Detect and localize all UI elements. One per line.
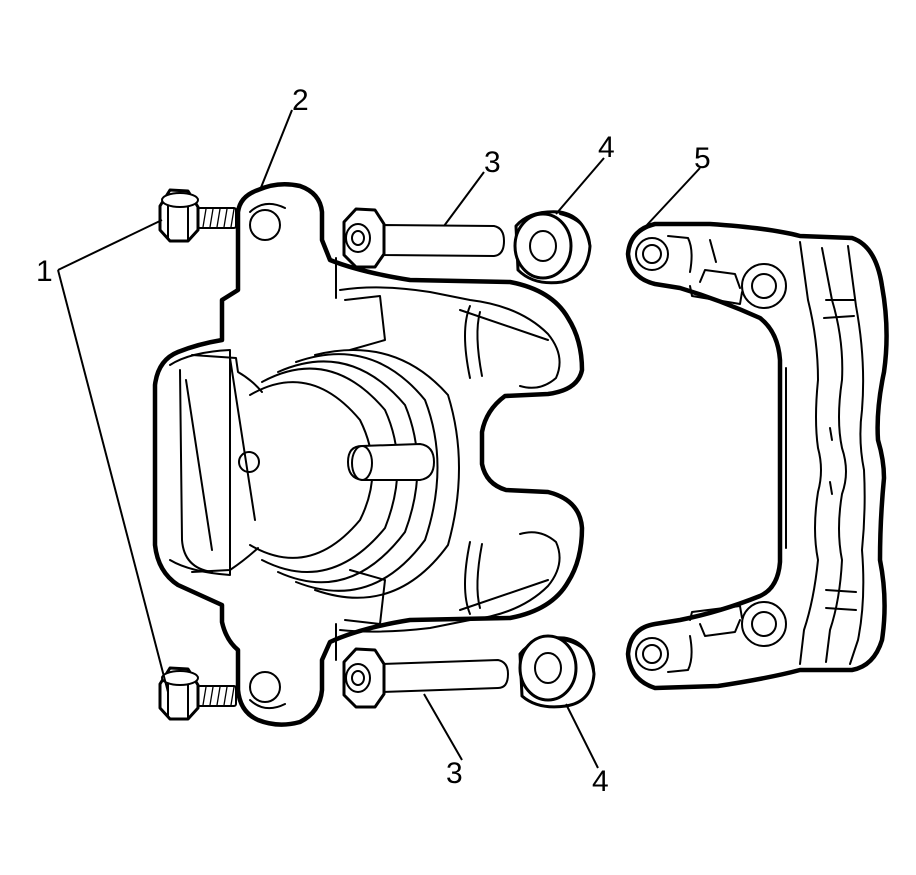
brake-caliper-body xyxy=(152,181,585,727)
leader-5 xyxy=(645,167,701,227)
callouts: 1 2 3 3 4 4 5 xyxy=(36,84,711,798)
lower-pin-boot xyxy=(518,634,596,709)
leader-4-upper xyxy=(555,157,605,215)
lower-caliper-bolt xyxy=(158,666,237,721)
callout-4-upper: 4 xyxy=(598,131,615,164)
callout-5: 5 xyxy=(694,142,711,175)
leader-1-lower xyxy=(57,269,169,693)
upper-pin-boot xyxy=(513,210,592,285)
callout-1: 1 xyxy=(36,255,53,288)
lower-guide-pin xyxy=(342,647,509,709)
leader-1-upper xyxy=(57,219,163,271)
leader-lines xyxy=(57,109,701,769)
callout-4-lower: 4 xyxy=(592,765,609,798)
leader-2 xyxy=(259,109,293,191)
callout-3-upper: 3 xyxy=(484,146,501,179)
leader-3-lower xyxy=(423,693,463,761)
upper-caliper-bolt xyxy=(158,188,237,243)
caliper-bracket xyxy=(625,221,889,691)
leader-3-upper xyxy=(443,171,485,227)
upper-guide-pin xyxy=(342,207,505,269)
callout-3-lower: 3 xyxy=(446,757,463,790)
callout-2: 2 xyxy=(292,84,309,117)
leader-4-lower xyxy=(565,703,599,769)
